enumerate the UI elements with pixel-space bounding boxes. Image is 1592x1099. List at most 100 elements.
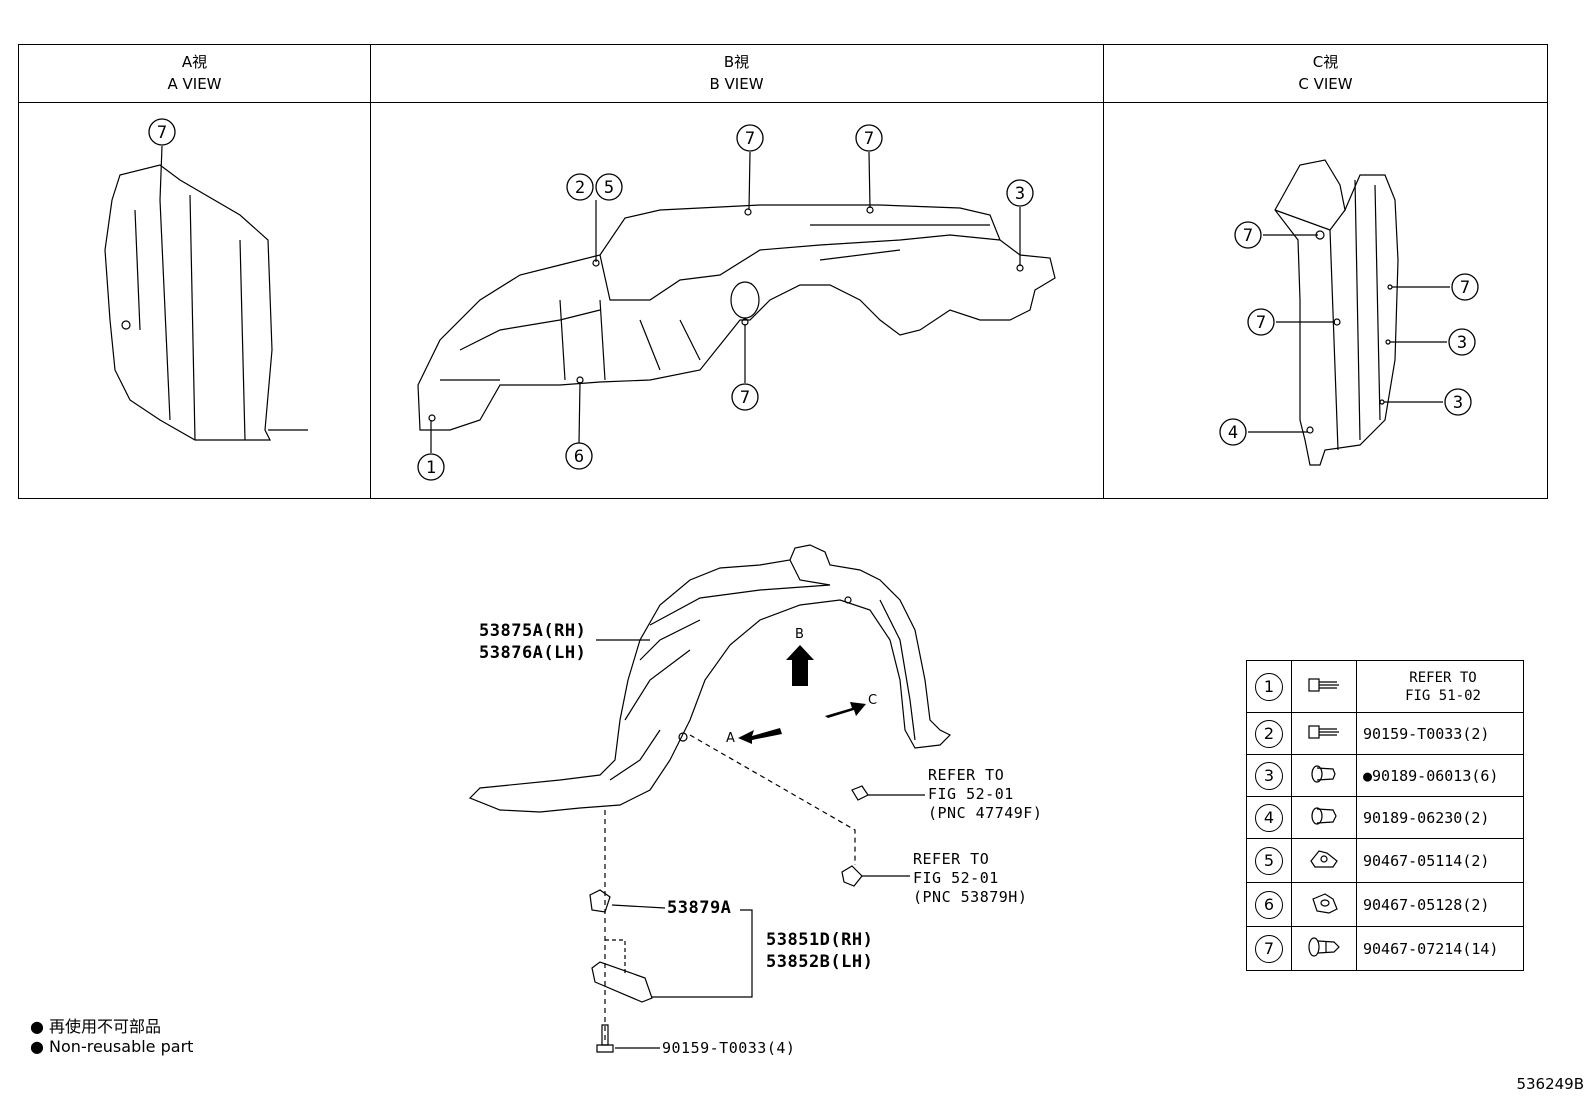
seal-lh-label: 53852B(LH) [766, 952, 874, 972]
callout-1 [417, 453, 445, 481]
callout-6 [565, 442, 593, 470]
views-frame: A視 A VIEW B視 B VIEW C視 C VIEW [18, 44, 1548, 499]
legend-non-reusable-jp: ● 再使用不可部品 [30, 1017, 162, 1036]
bolt-icon [1291, 712, 1357, 755]
part-number-value: 90159-T0033(2) [1356, 712, 1524, 755]
part-number-cell: 1 [1246, 660, 1292, 713]
part-number-circle: 5 [1255, 846, 1283, 875]
seal-bracket-drawing [591, 961, 653, 1003]
callouts [148, 118, 1479, 481]
callout-3 [1444, 388, 1472, 416]
callout-number: 3 [1457, 333, 1467, 353]
leader-line [652, 909, 753, 998]
bolt-label: 90159-T0033(4) [662, 1039, 796, 1057]
callout-leader [868, 151, 871, 209]
table-row: 4 90189-06230(2) [1246, 796, 1524, 839]
parts-table: 1 REFER TO FIG 51-02 2 90159-T0033(2) 3 … [1246, 660, 1524, 971]
part-number-circle: 3 [1255, 761, 1283, 790]
leader-line [611, 904, 666, 909]
callout-number: 7 [740, 388, 750, 408]
callout-number: 3 [1015, 184, 1025, 204]
figure-id: 536249B [1516, 1075, 1584, 1093]
part-number-value: ●90189-06013(6) [1356, 754, 1524, 797]
c-view-title-jp: C視 [1312, 53, 1339, 71]
assembly-line [605, 939, 626, 975]
part-number-value: 90467-07214(14) [1356, 926, 1524, 971]
table-row: 1 REFER TO FIG 51-02 [1246, 660, 1524, 713]
callout-number: 7 [157, 123, 167, 143]
part-number-cell: 2 [1246, 712, 1292, 755]
c-view-header: C視 C VIEW [1103, 45, 1548, 103]
callout-number: 7 [864, 129, 874, 149]
callout-number: 5 [604, 178, 614, 198]
view-divider [1103, 45, 1104, 498]
callout-leader [159, 145, 163, 201]
callout-7 [1234, 221, 1262, 249]
callout-7 [855, 124, 883, 152]
callout-number: 7 [1243, 226, 1253, 246]
a-view-title-jp: A視 [181, 53, 208, 71]
part-number-circle: 4 [1255, 803, 1283, 832]
part-number-circle: 6 [1255, 890, 1283, 919]
part-number-cell: 4 [1246, 796, 1292, 839]
part-number-circle: 2 [1255, 719, 1283, 748]
part-number-circle: 1 [1255, 672, 1283, 701]
a-view-liner-drawing [104, 164, 308, 441]
clip-icon [1291, 796, 1357, 839]
part-number-value: REFER TO FIG 51-02 [1356, 660, 1524, 713]
callout-number: 1 [426, 458, 436, 478]
callout-number: 7 [745, 129, 755, 149]
table-row: 3 ●90189-06013(6) [1246, 754, 1524, 797]
clip-ref-47749f-drawing [851, 785, 869, 801]
callout-number: 7 [1460, 278, 1470, 298]
arrow-c-label: C [868, 693, 878, 708]
arrow-b-icon [786, 645, 814, 686]
bolt-drawing [596, 1024, 614, 1053]
callout-5 [595, 173, 623, 201]
callout-leader [578, 381, 581, 444]
callout-4 [1219, 418, 1247, 446]
main-fender-liner-drawing [468, 544, 952, 813]
a-view-title-en: A VIEW [167, 75, 222, 93]
arrow-a-icon [738, 728, 782, 744]
part-number-value: 90189-06230(2) [1356, 796, 1524, 839]
part-number-value: 90467-05114(2) [1356, 838, 1524, 883]
arrow-b-label: B [795, 627, 804, 642]
callout-2 [566, 173, 594, 201]
c-view-title-en: C VIEW [1298, 75, 1353, 93]
b-view-title-en: B VIEW [709, 75, 764, 93]
clip-icon [1291, 754, 1357, 797]
refer-fig-52-01-pnc-53879h: REFER TO FIG 52-01 (PNC 53879H) [913, 850, 1028, 906]
callout-number: 4 [1228, 423, 1238, 443]
callout-3 [1006, 179, 1034, 207]
callout-7 [731, 383, 759, 411]
clip-ref-53879h-drawing [841, 865, 863, 887]
callout-7 [736, 124, 764, 152]
table-row: 7 90467-07214(14) [1246, 926, 1524, 971]
part-number-cell: 5 [1246, 838, 1292, 883]
liner-rh-label: 53875A(RH) [479, 621, 587, 641]
callout-number: 2 [575, 178, 585, 198]
legend-non-reusable-en: ● Non-reusable part [30, 1037, 194, 1056]
part-number-value: 90467-05128(2) [1356, 882, 1524, 927]
table-row: 5 90467-05114(2) [1246, 838, 1524, 883]
part-number-cell: 6 [1246, 882, 1292, 927]
arrow-a-label: A [726, 731, 735, 746]
callout-3 [1448, 328, 1476, 356]
callout-7 [1451, 273, 1479, 301]
view-divider [370, 45, 371, 498]
direction-arrows [738, 645, 866, 744]
clip-53879a-drawing [589, 889, 611, 913]
a-view-header: A視 A VIEW [19, 45, 370, 103]
table-row: 6 90467-05128(2) [1246, 882, 1524, 927]
nut-icon [1291, 882, 1357, 927]
callout-number: 3 [1453, 393, 1463, 413]
callout-number: 6 [574, 447, 584, 467]
refer-fig-52-01-pnc-47749f: REFER TO FIG 52-01 (PNC 47749F) [928, 766, 1043, 822]
table-row: 2 90159-T0033(2) [1246, 712, 1524, 755]
callout-7 [1247, 308, 1275, 336]
clip-53879a-label: 53879A [667, 898, 732, 918]
nut-icon [1291, 838, 1357, 883]
push-clip-icon [1291, 926, 1357, 971]
